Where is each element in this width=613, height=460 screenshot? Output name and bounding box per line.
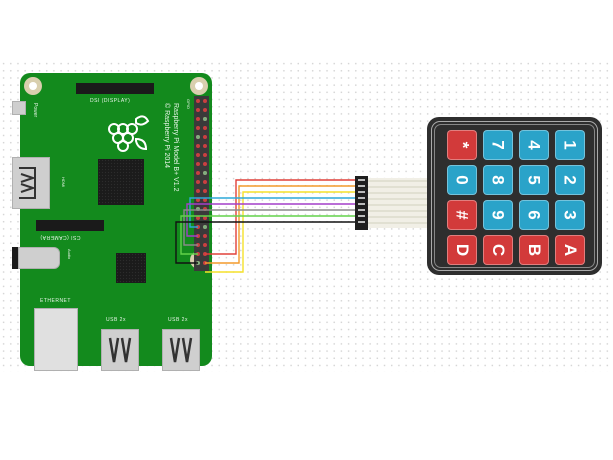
wire-purple [186, 203, 356, 237]
key-3[interactable]: 3 [555, 200, 585, 230]
dsi-display-label: DSI (DISPLAY) [90, 98, 131, 104]
audio-jack-body [12, 247, 18, 269]
usb-port-2 [162, 329, 200, 371]
mount-hole-top-left [24, 77, 42, 95]
key-c[interactable]: C [483, 235, 513, 265]
key-0[interactable]: 0 [447, 165, 477, 195]
key-9[interactable]: 9 [483, 200, 513, 230]
wire-gray [183, 209, 356, 246]
key-star[interactable]: * [447, 130, 477, 160]
dsi-display-connector [76, 83, 154, 94]
wire-yellow [205, 191, 356, 273]
csi-camera-connector [36, 220, 104, 231]
key-5[interactable]: 5 [519, 165, 549, 195]
key-b[interactable]: B [519, 235, 549, 265]
usb-label-1: USB 2x [106, 317, 126, 323]
key-8[interactable]: 8 [483, 165, 513, 195]
raspberry-logo-icon [108, 115, 150, 152]
audio-jack [18, 247, 60, 269]
gpio-pins [196, 99, 207, 265]
key-d[interactable]: D [447, 235, 477, 265]
usb-label-2: USB 2x [168, 317, 188, 323]
key-6[interactable]: 6 [519, 200, 549, 230]
ethernet-label: ETHERNET [40, 298, 71, 304]
wire-blue [189, 197, 356, 228]
key-1[interactable]: 1 [555, 130, 585, 160]
hdmi-port [12, 157, 50, 209]
wire-orange [205, 185, 356, 264]
keypad-pin-header [355, 176, 368, 230]
key-4[interactable]: 4 [519, 130, 549, 160]
jumper-wires [175, 179, 356, 273]
micro-usb-power-port [12, 101, 26, 115]
keypad-4x4: * 0 # D 7 8 9 C 4 5 6 B 1 2 3 A [427, 117, 602, 275]
key-a[interactable]: A [555, 235, 585, 265]
usb-port-1 [101, 329, 139, 371]
wire-black [175, 221, 356, 264]
mount-hole-top-right [190, 77, 208, 95]
wire-red [205, 179, 356, 255]
soc-chip [98, 159, 144, 205]
key-2[interactable]: 2 [555, 165, 585, 195]
ribbon-cable [368, 178, 428, 228]
wire-green [180, 215, 356, 255]
ethernet-port [34, 308, 78, 371]
usb-lan-chip [116, 253, 146, 283]
key-hash[interactable]: # [447, 200, 477, 230]
key-7[interactable]: 7 [483, 130, 513, 160]
